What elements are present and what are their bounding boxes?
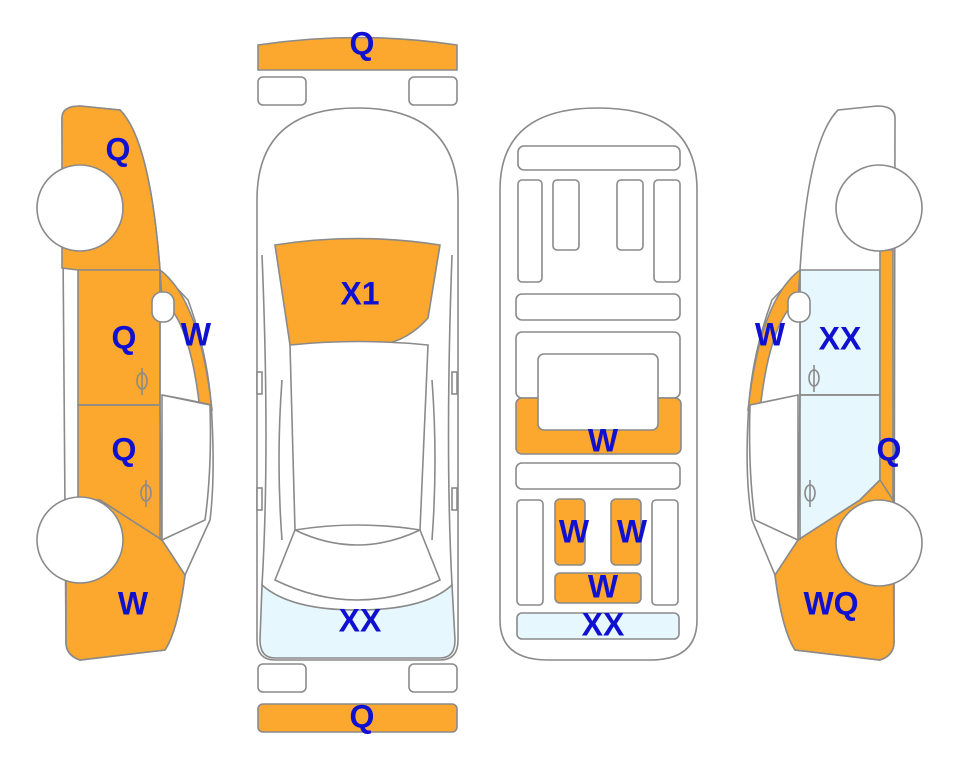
rear-left-light <box>257 663 307 693</box>
rear-right-light <box>408 663 458 693</box>
right-front-wheel <box>835 164 923 252</box>
right-front-door-handle-icon <box>808 365 820 392</box>
left-rear-door-label: Q <box>112 431 137 467</box>
left-front-door-label: Q <box>112 319 137 355</box>
left-rear-wheel <box>36 496 124 584</box>
left-front-door-handle-icon <box>136 368 148 395</box>
roof-left-seat-label: W <box>559 513 590 549</box>
hood-label: X1 <box>340 275 379 311</box>
front-right-light <box>408 76 458 106</box>
top-right-mirror <box>451 371 458 395</box>
top-view <box>256 36 459 733</box>
trunk-panel[interactable] <box>516 612 680 640</box>
right-side-view <box>746 105 923 661</box>
left-mirror <box>151 291 175 323</box>
left-windshield <box>161 394 212 542</box>
left-pillar-label: W <box>181 316 212 352</box>
front-bumper-panel[interactable] <box>257 36 458 71</box>
roof-left-seat-panel[interactable] <box>554 498 586 566</box>
roof-right-seat-label: W <box>617 513 648 549</box>
floor-view <box>499 107 698 661</box>
rear-glass-panel[interactable] <box>259 583 456 659</box>
right-rear-wheel <box>835 499 923 587</box>
roof-rear-label: W <box>588 568 619 604</box>
right-front-door-label: XX <box>819 320 862 356</box>
right-rear-quarter-label: WQ <box>803 585 858 621</box>
rear-bumper-panel[interactable] <box>257 703 458 733</box>
right-body-strip-label: Q <box>877 431 902 467</box>
left-rear-door-handle-icon <box>140 480 152 507</box>
sunroof <box>537 353 659 431</box>
damage-labels: Q X1 XX Q Q Q W Q W W W W W XX W XX Q WQ <box>106 25 902 734</box>
top-left-mirror <box>256 371 263 395</box>
rear-glass-label: XX <box>339 602 382 638</box>
right-windshield <box>748 394 799 542</box>
right-mirror <box>787 291 811 323</box>
left-rear-quarter-label: W <box>118 585 149 621</box>
roof-right-seat-panel[interactable] <box>610 498 642 566</box>
left-side-view <box>36 105 214 661</box>
roof-center-label: W <box>588 422 619 458</box>
right-pillar-label: W <box>755 316 786 352</box>
rear-bumper-label: Q <box>350 698 375 734</box>
roof-area <box>289 340 429 531</box>
front-left-light <box>257 76 307 106</box>
trunk-label: XX <box>582 606 625 642</box>
right-rear-door-handle-icon <box>804 480 816 507</box>
front-bumper-label: Q <box>350 25 375 61</box>
roof-rear-panel[interactable] <box>554 572 642 604</box>
left-front-fender-label: Q <box>106 131 131 167</box>
left-front-wheel <box>36 164 124 252</box>
